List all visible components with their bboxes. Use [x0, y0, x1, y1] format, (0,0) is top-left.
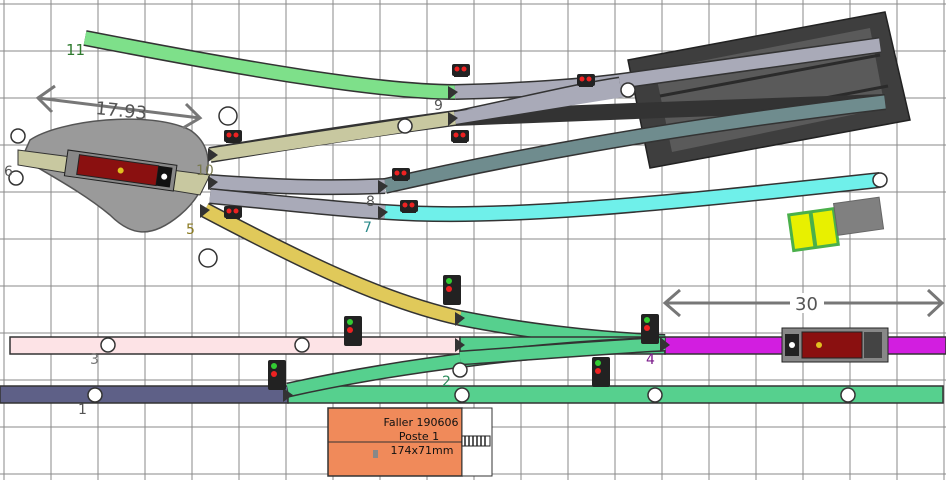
track-3[interactable] — [9, 336, 461, 355]
isolation-markers — [8, 82, 888, 403]
isolation-marker[interactable] — [198, 248, 218, 268]
locomotive-icon[interactable] — [63, 149, 178, 192]
track-label-3: 3 — [90, 352, 99, 368]
railway-signal-icon[interactable] — [577, 74, 595, 87]
isolation-marker[interactable] — [647, 387, 663, 403]
railway-signal-icon[interactable] — [452, 64, 470, 77]
building-faller-190606[interactable] — [327, 407, 493, 477]
track-label-2: 2 — [442, 374, 451, 390]
building-subtitle: Poste 1 — [399, 430, 439, 443]
track-label-5: 5 — [186, 222, 195, 238]
track-11-fill — [83, 31, 456, 99]
track-label-4: 4 — [646, 352, 655, 368]
track-label-7: 7 — [363, 220, 372, 236]
building-name: Faller 190606 — [384, 416, 459, 429]
railway-signal-icon[interactable] — [224, 130, 242, 143]
dimension-section-bg — [790, 293, 824, 313]
track-crossover-2-fill — [459, 338, 666, 364]
track-label-1: 1 — [78, 402, 87, 418]
track-7-fill-a — [209, 189, 386, 219]
railway-signal-icon[interactable] — [641, 314, 659, 344]
track-label-11: 11 — [66, 41, 85, 59]
track-slate-fill-inner — [383, 95, 886, 193]
isolation-marker[interactable] — [454, 387, 470, 403]
isolation-marker[interactable] — [452, 362, 468, 378]
track-7-fill-b — [384, 173, 881, 221]
track-10-fill — [209, 111, 456, 162]
building-size: 174x71mm — [391, 444, 454, 457]
isolation-marker[interactable] — [294, 337, 310, 353]
isolation-marker[interactable] — [87, 387, 103, 403]
switch-markers — [200, 86, 670, 402]
wagon-icon[interactable] — [787, 196, 885, 253]
track-label-9: 9 — [434, 98, 443, 114]
isolation-marker[interactable] — [840, 387, 856, 403]
track-label-10: 10 — [196, 163, 214, 179]
railway-signal-icon[interactable] — [268, 360, 286, 390]
isolation-marker[interactable] — [397, 118, 413, 134]
railway-signal-icon[interactable] — [592, 357, 610, 387]
track-1[interactable] — [0, 385, 289, 404]
track-9-fill-2 — [454, 84, 631, 124]
locomotive-icon-2[interactable] — [781, 327, 889, 363]
track-label-8: 8 — [366, 194, 375, 210]
track-8-fill — [209, 175, 386, 194]
railway-signal-icon[interactable] — [344, 316, 362, 346]
signals — [224, 64, 659, 390]
track-5[interactable] — [201, 202, 666, 350]
railway-signal-icon[interactable] — [443, 275, 461, 305]
railway-signal-icon[interactable] — [400, 200, 418, 213]
isolation-marker[interactable] — [620, 82, 636, 98]
railway-signal-icon[interactable] — [392, 168, 410, 181]
railway-signal-icon[interactable] — [451, 130, 469, 143]
isolation-marker[interactable] — [8, 170, 24, 186]
isolation-marker[interactable] — [10, 128, 26, 144]
dimension-turntable — [35, 84, 203, 130]
isolation-marker[interactable] — [218, 106, 238, 126]
isolation-marker[interactable] — [100, 337, 116, 353]
track-label-6: 6 — [4, 164, 13, 180]
isolation-marker[interactable] — [872, 172, 888, 188]
railway-signal-icon[interactable] — [224, 206, 242, 219]
track-5-fill-a — [201, 204, 462, 325]
dimension-section-label: 30 — [795, 294, 818, 315]
